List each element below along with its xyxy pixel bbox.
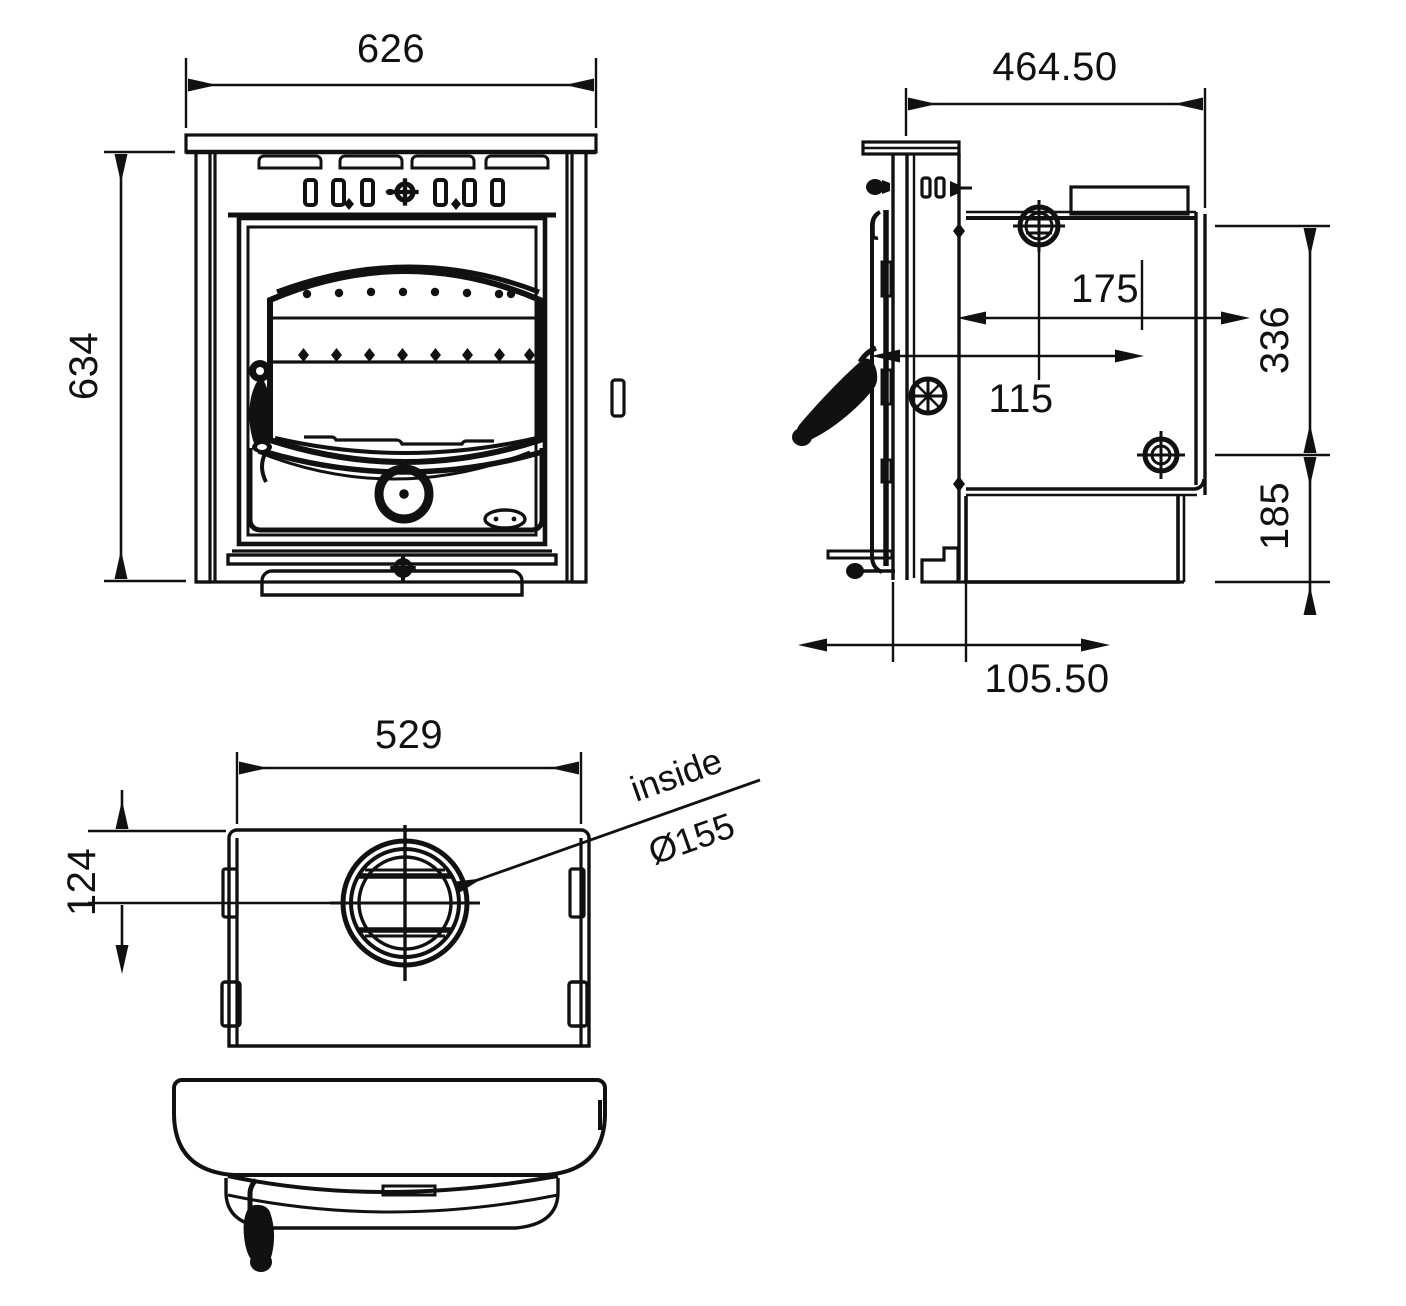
flue-note-diameter: Ø155 [643, 804, 740, 872]
door-glass-panel [267, 268, 543, 465]
flue-leader-line [452, 778, 761, 895]
side-latch-pin-icon[interactable] [826, 549, 895, 579]
side-view-dimensions: 464.50 175 115 336 185 105.50 [798, 45, 1330, 701]
oval-badge-icon [483, 508, 527, 530]
dim-side-front-offset: 105.50 [984, 657, 1109, 701]
side-knob-icon[interactable] [866, 179, 890, 195]
flue-note-inside: inside [625, 739, 727, 809]
dim-side-flue-offset: 175 [1071, 267, 1139, 311]
air-control-wheel-icon[interactable] [374, 464, 434, 524]
front-view-dimensions: 626 634 [62, 27, 598, 583]
flue-collar-plan-icon [330, 825, 480, 981]
dim-side-flue-offset-lower: 115 [988, 377, 1053, 421]
dim-side-upper-height: 336 [1253, 306, 1297, 374]
dim-side-lower-height: 185 [1253, 482, 1297, 550]
top-louvre-slots [257, 154, 550, 170]
crosshair-target-icon [385, 178, 419, 206]
vent-slot-row[interactable] [303, 178, 505, 210]
side-view-geometry [792, 140, 1207, 584]
flue-collar-icon [1013, 200, 1065, 252]
door-handle-icon[interactable] [243, 1178, 275, 1272]
front-view-geometry [184, 133, 626, 597]
air-control-wheel-icon[interactable] [908, 376, 948, 416]
dim-front-width: 626 [357, 27, 425, 71]
decor-dot-row-upper [302, 287, 516, 299]
diamond-mark-icon [344, 198, 354, 210]
door-handle-icon[interactable] [249, 360, 272, 483]
door-handle-icon[interactable] [792, 345, 878, 446]
diamond-mark-icon [451, 198, 461, 210]
flue-collar-rear-icon [1137, 431, 1185, 479]
dim-plan-depth: 124 [60, 848, 104, 916]
dim-side-depth: 464.50 [992, 45, 1117, 89]
dim-plan-width: 529 [375, 713, 443, 757]
decor-diamond-row-lower [298, 348, 535, 362]
plan-view-geometry [172, 825, 607, 1272]
side-vent-slot-row [920, 176, 972, 199]
dim-front-height: 634 [62, 332, 106, 400]
crosshair-target-icon [390, 555, 416, 581]
